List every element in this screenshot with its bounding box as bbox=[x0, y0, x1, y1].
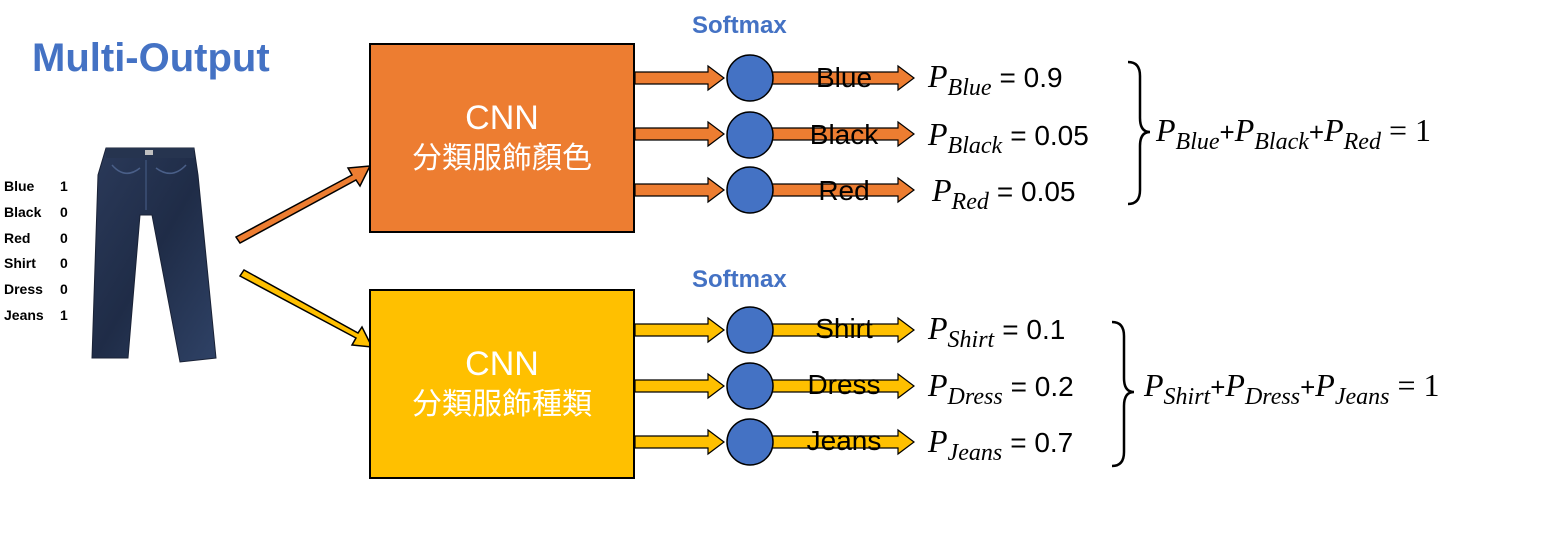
label-row: Red 0 bbox=[4, 230, 68, 256]
softmax-neurons-type bbox=[726, 306, 774, 466]
probability: PDress = 0.2 bbox=[928, 367, 1074, 410]
probability: PBlue = 0.9 bbox=[928, 58, 1063, 101]
arrow-to-color-cnn bbox=[234, 165, 372, 244]
cnn-color-subtitle: 分類服飾顏色 bbox=[412, 141, 592, 176]
brace-type bbox=[1111, 320, 1135, 468]
label-value: 0 bbox=[60, 229, 68, 246]
cnn-color-box: CNN 分類服飾顏色 bbox=[369, 43, 635, 233]
label-value: 0 bbox=[60, 281, 68, 298]
label-value: 1 bbox=[60, 178, 68, 194]
cnn-type-title: CNN bbox=[465, 345, 539, 383]
probability-sum-color: PBlue+PBlack+PRed = 1 bbox=[1156, 112, 1431, 155]
softmax-label-type: Softmax bbox=[692, 266, 787, 293]
output-label: Black bbox=[809, 119, 879, 150]
probability: PBlack = 0.05 bbox=[928, 116, 1089, 159]
label-name: Blue bbox=[4, 178, 35, 194]
label-value: 0 bbox=[60, 203, 68, 220]
cnn-color-title: CNN bbox=[465, 99, 539, 137]
probability: PRed = 0.05 bbox=[932, 172, 1076, 215]
output-label: Red bbox=[818, 175, 870, 206]
softmax-neurons-color bbox=[726, 54, 774, 214]
diagram-title: Multi-Output bbox=[32, 36, 270, 80]
probability: PJeans = 0.7 bbox=[928, 423, 1074, 466]
label-row: Blue 1 bbox=[4, 178, 68, 204]
probability-sum-type: PShirt+PDress+PJeans = 1 bbox=[1144, 367, 1440, 410]
label-value: 1 bbox=[60, 306, 68, 323]
output-label: Shirt bbox=[815, 313, 873, 344]
label-row: Dress 0 bbox=[4, 281, 68, 307]
arrow-to-type-cnn bbox=[238, 269, 374, 348]
label-row: Jeans 1 bbox=[4, 307, 68, 333]
label-vector: Blue 1 Black 0 Red 0 Shirt 0 Dress 0 Jeans 1 bbox=[4, 178, 68, 333]
branch-color-arrows bbox=[634, 64, 915, 204]
jeans-image bbox=[91, 147, 217, 363]
softmax-label-color: Softmax bbox=[692, 12, 787, 39]
output-label: Blue bbox=[815, 62, 873, 93]
label-name: Dress bbox=[4, 281, 43, 298]
label-value: 0 bbox=[60, 255, 68, 272]
cnn-type-box: CNN 分類服飾種類 bbox=[369, 289, 635, 479]
label-name: Black bbox=[4, 203, 42, 220]
label-name: Jeans bbox=[4, 306, 44, 323]
label-row: Shirt 0 bbox=[4, 255, 68, 281]
branch-type-arrows bbox=[634, 316, 915, 456]
brace-color bbox=[1127, 60, 1151, 206]
label-row: Black 0 bbox=[4, 204, 68, 230]
output-label: Dress bbox=[807, 369, 881, 400]
output-label: Jeans bbox=[806, 425, 882, 456]
label-name: Red bbox=[4, 229, 31, 246]
probability: PShirt = 0.1 bbox=[928, 310, 1066, 353]
cnn-type-subtitle: 分類服飾種類 bbox=[412, 387, 592, 422]
label-name: Shirt bbox=[4, 255, 36, 272]
